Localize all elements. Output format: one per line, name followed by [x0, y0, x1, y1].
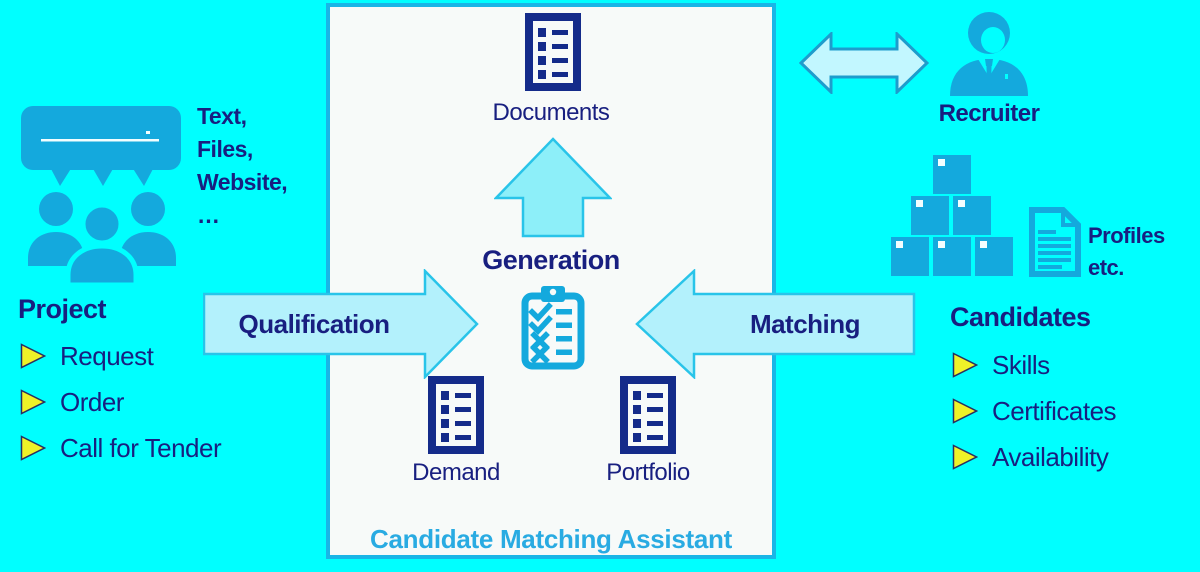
panel-title: Candidate Matching Assistant: [370, 524, 732, 554]
list-item: Availability: [952, 441, 1109, 473]
profiles-line: Profiles: [1088, 223, 1165, 248]
profiles-text: Profiles etc.: [1088, 220, 1165, 284]
list-item: Skills: [952, 349, 1050, 381]
list-item-label: Request: [60, 340, 154, 371]
list-item-label: Order: [60, 386, 124, 417]
triangle-bullet-icon: [20, 343, 46, 369]
candidate-matching-assistant-panel: [326, 3, 776, 559]
project-heading: Project: [18, 294, 107, 324]
list-item-label: Certificates: [992, 395, 1117, 426]
documents-icon: [525, 13, 581, 91]
recruiter-label: Recruiter: [938, 100, 1040, 127]
triangle-bullet-icon: [952, 444, 978, 470]
list-item: Request: [20, 340, 154, 372]
recruiter-icon: [950, 12, 1028, 96]
sources-line: Website,: [197, 169, 288, 195]
sources-text: Text, Files, Website, …: [197, 100, 288, 232]
portfolio-icon: [620, 376, 676, 454]
sources-line: …: [197, 202, 220, 228]
sources-line: Files,: [197, 136, 253, 162]
list-item: Call for Tender: [20, 432, 222, 464]
triangle-bullet-icon: [20, 435, 46, 461]
list-item: Order: [20, 386, 124, 418]
portfolio-label: Portfolio: [606, 459, 690, 486]
demand-icon: [428, 376, 484, 454]
sources-line: Text,: [197, 103, 247, 129]
generation-up-arrow-icon: [494, 137, 612, 238]
matching-arrow-icon: [635, 269, 916, 379]
demand-label: Demand: [412, 459, 500, 486]
list-item-label: Availability: [992, 441, 1109, 472]
triangle-bullet-icon: [952, 352, 978, 378]
triangle-bullet-icon: [20, 389, 46, 415]
boxes-pyramid-icon: [891, 155, 1013, 276]
profiles-line: etc.: [1088, 255, 1124, 280]
project-team-icon: [21, 106, 181, 285]
profiles-document-icon: [1029, 207, 1081, 277]
clipboard-checklist-icon: [521, 286, 585, 370]
documents-label: Documents: [492, 99, 610, 126]
qualification-arrow-icon: [203, 269, 479, 379]
list-item-label: Skills: [992, 349, 1050, 380]
generation-label: Generation: [482, 244, 620, 275]
matching-arrow-label: Matching: [749, 308, 861, 339]
list-item: Certificates: [952, 395, 1117, 427]
list-item-label: Call for Tender: [60, 432, 222, 463]
qualification-arrow-label: Qualification: [238, 308, 390, 339]
candidates-heading: Candidates: [950, 302, 1091, 332]
double-arrow-icon: [799, 32, 929, 94]
triangle-bullet-icon: [952, 398, 978, 424]
